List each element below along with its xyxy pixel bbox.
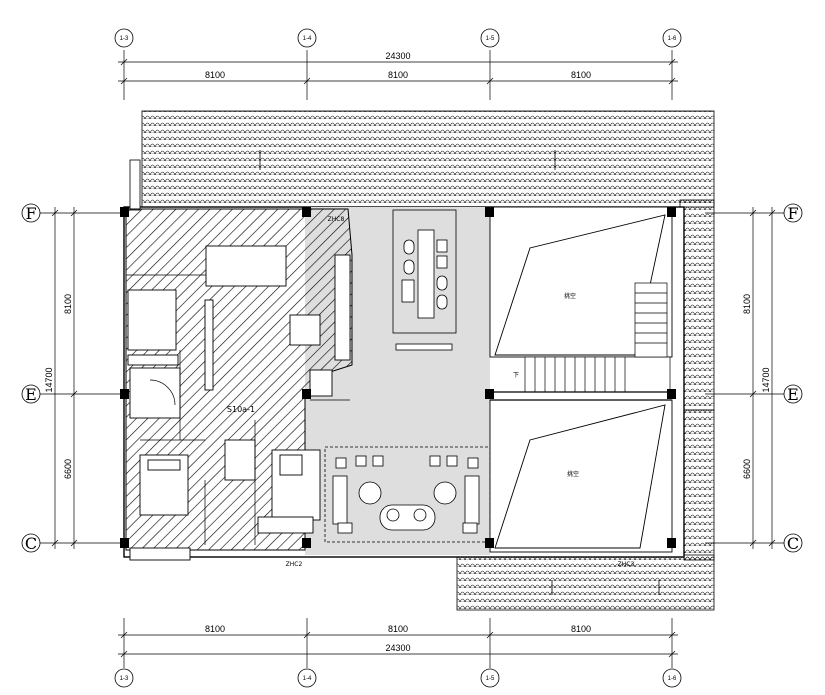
axis-left-F: F xyxy=(25,204,36,223)
dim-bottom-bay-2: 8100 xyxy=(388,624,408,634)
window-label-lower-right: ZHC3 xyxy=(618,561,635,568)
dim-top-bay-2: 8100 xyxy=(388,70,408,80)
axis-top-2: 1-4 xyxy=(303,36,312,42)
void-upper-label: 挑空 xyxy=(564,292,576,300)
bottom-axis-bubbles xyxy=(114,668,682,688)
axis-right-E: E xyxy=(787,385,799,404)
structural-columns xyxy=(120,207,676,548)
dim-top-bay-1: 8100 xyxy=(205,70,225,80)
axis-bottom-4: 1-6 xyxy=(668,676,677,682)
left-dimension-lines xyxy=(38,207,120,549)
dim-right-total: 14700 xyxy=(761,367,771,392)
window-label-bottom: ZHC2 xyxy=(286,561,303,568)
dim-left-bay-1: 8100 xyxy=(63,294,73,314)
axis-right-F: F xyxy=(787,204,798,223)
dim-bottom-total: 24300 xyxy=(385,643,410,653)
axis-bottom-2: 1-4 xyxy=(303,676,312,682)
axis-bottom-3: 1-5 xyxy=(486,676,495,682)
void-lower xyxy=(489,399,673,553)
lounge-set xyxy=(324,446,491,543)
right-dimension-lines xyxy=(705,207,786,549)
dim-left-total: 14700 xyxy=(44,367,54,392)
left-axis-bubbles xyxy=(21,203,41,553)
dim-top-total: 24300 xyxy=(385,51,410,61)
unit-interior-walls xyxy=(127,245,351,561)
dim-bottom-bay-1: 8100 xyxy=(205,624,225,634)
axis-right-C: C xyxy=(787,534,799,553)
axis-bottom-1: 1-3 xyxy=(120,676,129,682)
unit-number-label: S10a-1 xyxy=(227,405,255,414)
axis-top-4: 1-6 xyxy=(668,36,677,42)
axis-left-E: E xyxy=(25,385,37,404)
right-axis-bubbles xyxy=(783,203,803,553)
window-label-top: ZHC8 xyxy=(328,216,345,223)
stair-down-label: 下 xyxy=(513,372,519,379)
dim-bottom-bay-3: 8100 xyxy=(571,624,591,634)
bottom-dimension-lines xyxy=(118,618,678,668)
roof-tiles xyxy=(141,110,715,611)
axis-top-3: 1-5 xyxy=(486,36,495,42)
dining-set xyxy=(392,209,457,351)
top-dimension-lines xyxy=(118,50,678,100)
dim-top-bay-3: 8100 xyxy=(571,70,591,80)
dim-right-bay-1: 8100 xyxy=(742,294,752,314)
dim-left-bay-2: 6600 xyxy=(63,459,73,479)
unit-interior-lines xyxy=(126,274,350,545)
top-axis-bubbles xyxy=(114,28,682,48)
staircase xyxy=(490,282,672,401)
void-lower-label: 挑空 xyxy=(567,470,579,478)
axis-left-C: C xyxy=(25,534,37,553)
dim-right-bay-2: 6600 xyxy=(742,459,752,479)
axis-top-1: 1-3 xyxy=(120,36,129,42)
